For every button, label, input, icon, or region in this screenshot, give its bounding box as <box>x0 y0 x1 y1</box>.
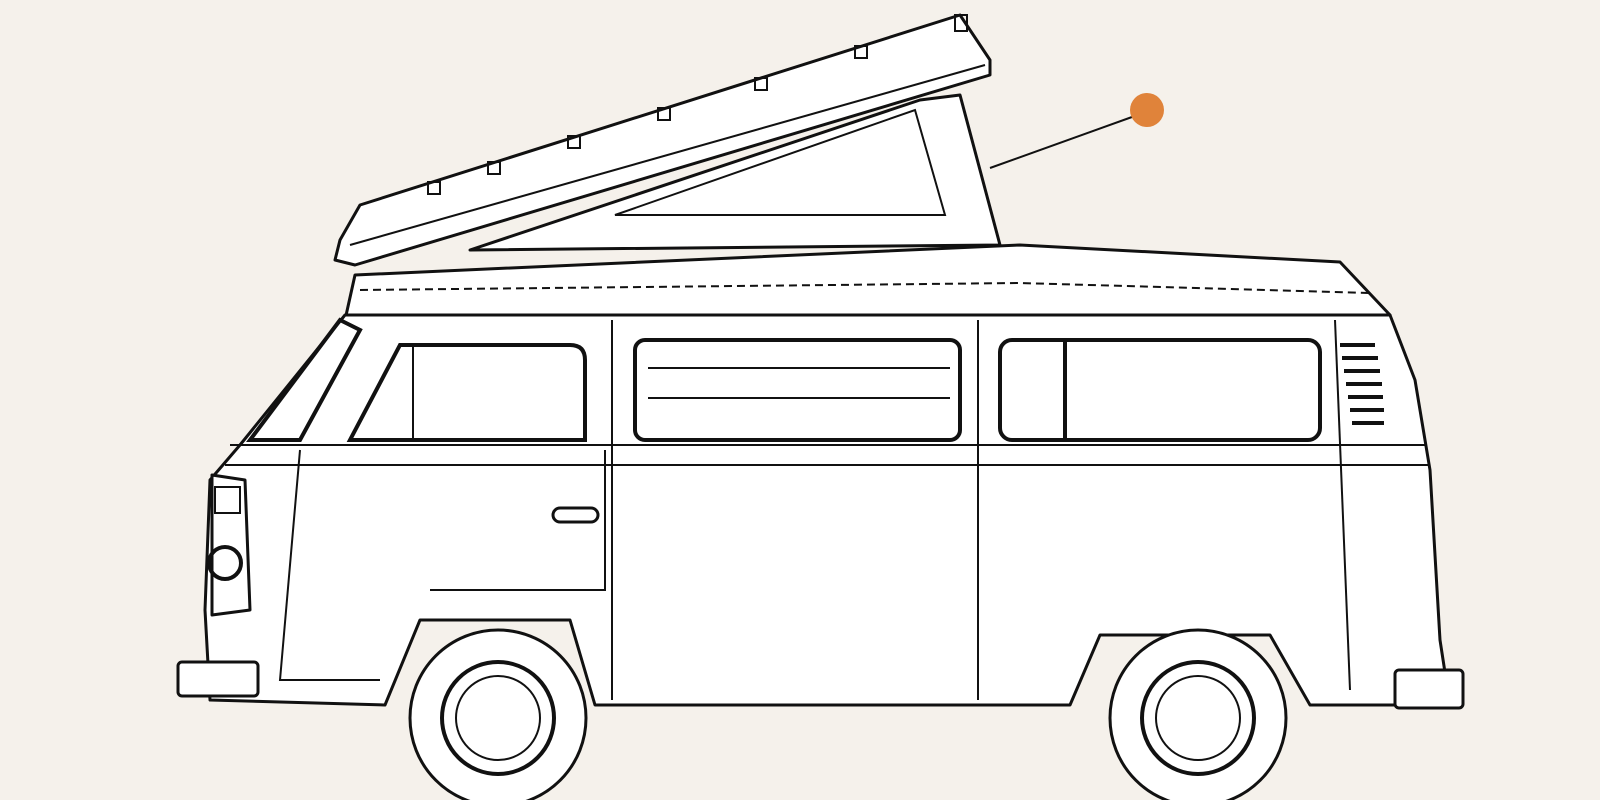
middle-louvre-window <box>633 338 962 442</box>
pop-top-hotspot-button[interactable] <box>1130 93 1164 127</box>
rear-bumper <box>1393 668 1465 710</box>
van-roof <box>343 243 1392 322</box>
rear-wheel <box>1108 628 1288 800</box>
front-door-window <box>346 343 587 442</box>
van-body <box>203 313 1452 707</box>
front-wheel <box>408 628 588 800</box>
front-bumper <box>176 660 260 698</box>
hotspot-leader-line <box>989 116 1133 169</box>
windshield <box>246 317 363 442</box>
hotspot-dot <box>1130 93 1164 127</box>
rear-window <box>998 338 1322 442</box>
rear-vent-grille <box>1340 343 1384 425</box>
tent-window <box>614 108 947 216</box>
door-handle <box>551 506 600 524</box>
roof-clips <box>427 14 968 195</box>
headlight <box>207 545 243 581</box>
front-light-panel <box>210 473 252 617</box>
